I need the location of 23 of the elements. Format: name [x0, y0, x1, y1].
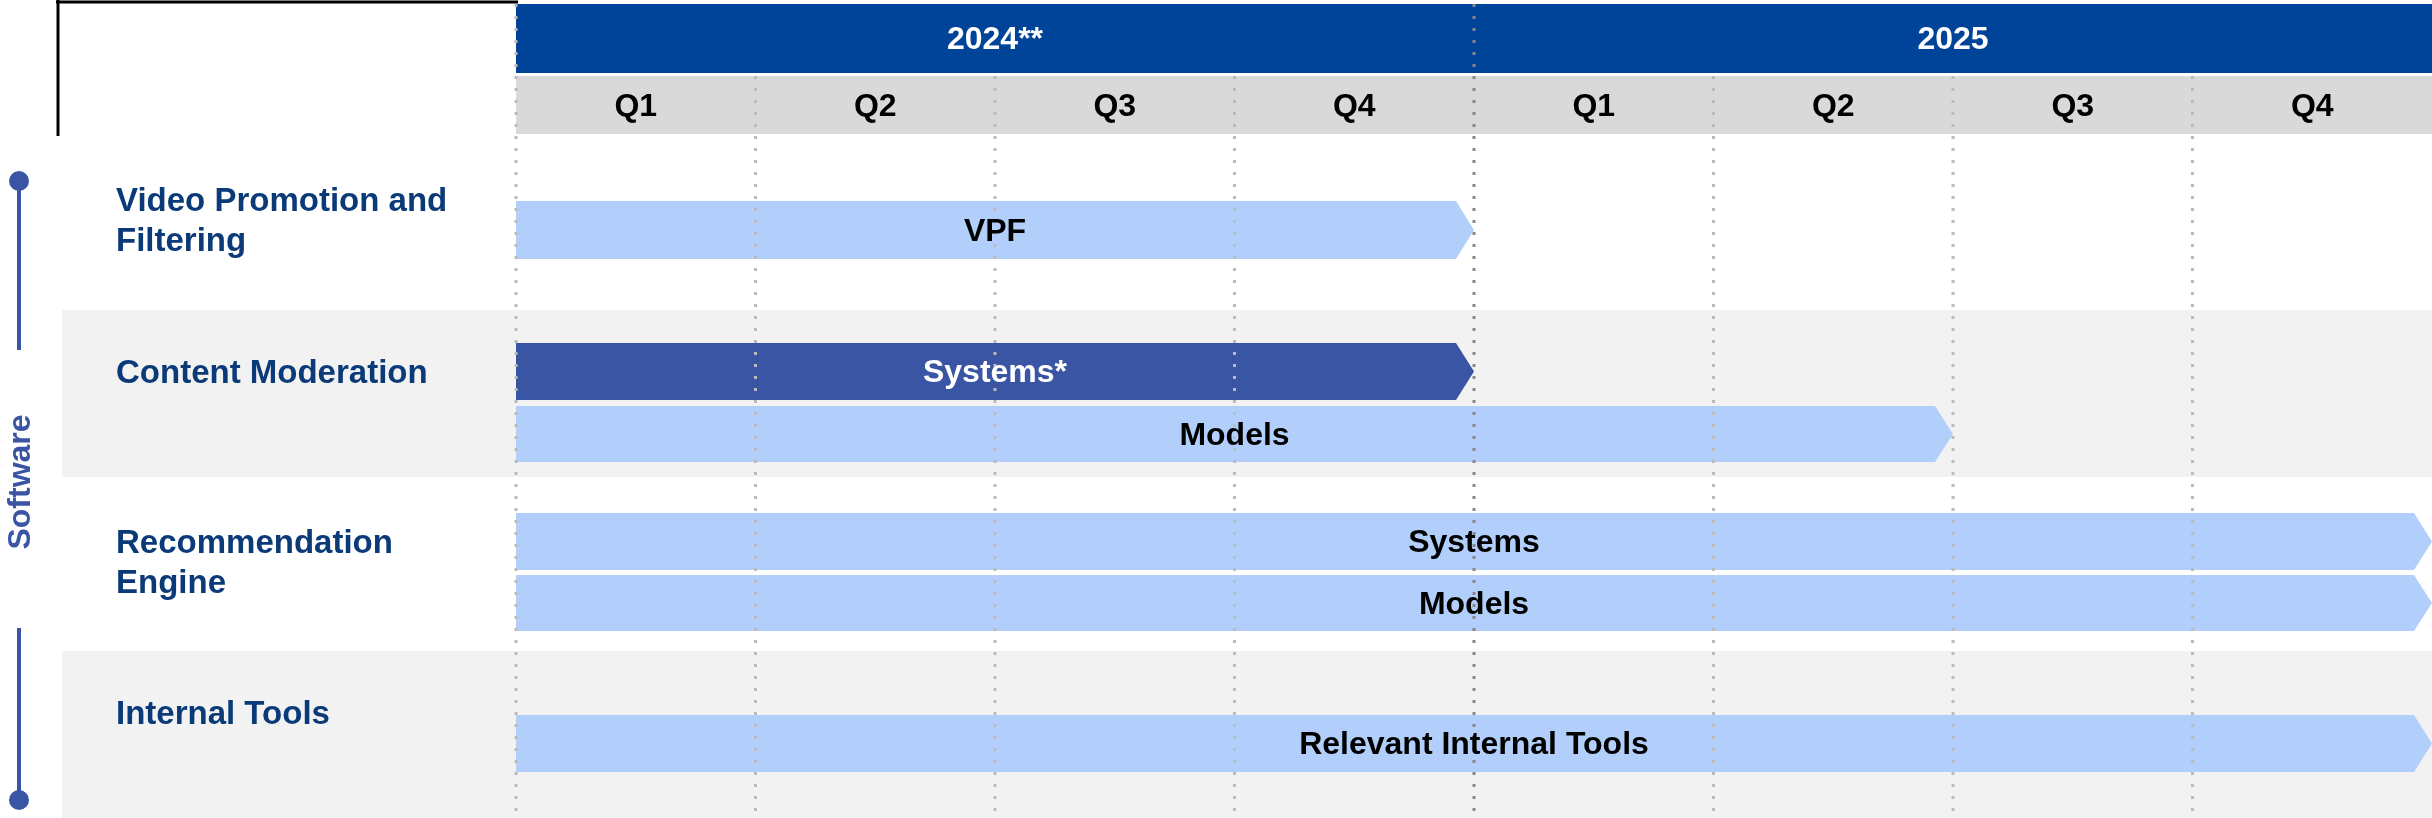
quarter-header: Q2	[1713, 76, 1953, 134]
quarter-header: Q1	[516, 76, 756, 134]
quarter-header: Q3	[995, 76, 1235, 134]
timeline-bar: Models	[516, 575, 2432, 631]
quarter-header: Q2	[755, 76, 995, 134]
timeline-bar: Models	[516, 406, 1953, 462]
row-label: Recommendation Engine	[116, 522, 394, 602]
row-label: Internal Tools	[116, 692, 331, 733]
row-band	[62, 651, 2432, 818]
row-label: Video Promotion and Filtering	[116, 179, 449, 260]
quarter-header: Q4	[1234, 76, 1474, 134]
quarter-header: Q1	[1474, 76, 1714, 134]
row-band	[62, 310, 2432, 477]
year-header: 2024**	[516, 4, 1474, 73]
timeline-bar: VPF	[516, 201, 1474, 259]
timeline-bar: Relevant Internal Tools	[516, 715, 2432, 772]
year-header: 2025	[1474, 4, 2432, 73]
quarter-header: Q4	[2192, 76, 2432, 134]
row-label: Content Moderation	[116, 351, 429, 392]
section-label: Software	[0, 414, 38, 550]
timeline-bar: Systems*	[516, 343, 1474, 400]
timeline-bar: Systems	[516, 513, 2432, 570]
quarter-header: Q3	[1953, 76, 2193, 134]
